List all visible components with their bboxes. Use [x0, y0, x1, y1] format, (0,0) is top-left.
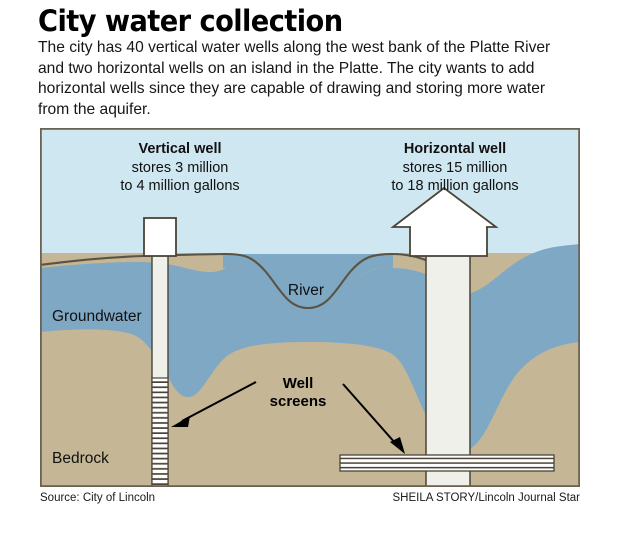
- figure-border: [40, 128, 580, 487]
- horizontal-well-screen: [339, 454, 555, 472]
- river-label: River: [288, 282, 324, 299]
- vertical-well-screen: [151, 377, 169, 486]
- page-title: City water collection: [38, 4, 343, 38]
- source-credit: Source: City of Lincoln: [40, 492, 156, 504]
- river-water: [226, 254, 390, 318]
- bedrock-label: Bedrock: [52, 450, 109, 467]
- well-screens-label-line2: screens: [270, 393, 327, 410]
- vertical-well-line3: to 4 million gallons: [120, 178, 239, 194]
- pump-house-roof-gap-mask: [411, 225, 486, 229]
- leader-to-vertical-screen: [171, 381, 257, 427]
- page-deck: The city has 40 vertical water wells alo…: [38, 39, 551, 118]
- vertical-well-title: Vertical well: [138, 141, 221, 157]
- horizontal-well-line3: to 18 million gallons: [391, 178, 518, 194]
- horizontal-well-line2: stores 15 million: [403, 160, 508, 176]
- diagram-figure: Vertical well stores 3 million to 4 mill…: [40, 128, 580, 487]
- well-screens-label-line1: Well: [283, 375, 314, 392]
- credits-bar: Source: City of Lincoln SHEILA STORY/Lin…: [40, 492, 580, 510]
- horizontal-well-title: Horizontal well: [404, 141, 506, 157]
- groundwater-label: Groundwater: [52, 308, 142, 325]
- byline-credit: SHEILA STORY/Lincoln Journal Star: [392, 492, 580, 504]
- vertical-well-head: [143, 217, 177, 257]
- river-water-body: [223, 254, 393, 268]
- pump-house-body: [409, 226, 488, 257]
- leader-to-horizontal-screen: [342, 383, 405, 454]
- horizontal-well-caisson: [425, 253, 471, 486]
- vertical-well-line2: stores 3 million: [132, 160, 229, 176]
